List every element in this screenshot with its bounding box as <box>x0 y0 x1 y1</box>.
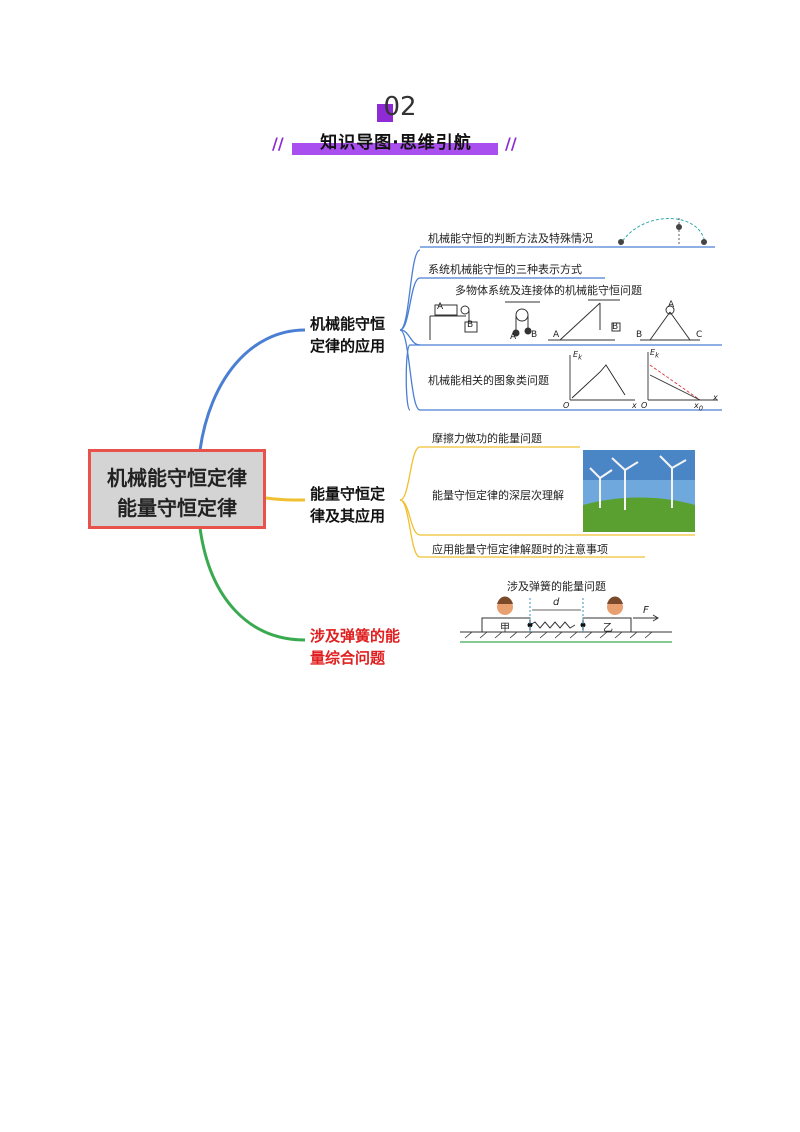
root-node <box>88 449 266 529</box>
leaf-3-1: 涉及弹簧的能量问题 <box>507 580 606 593</box>
block-right-label: 乙 <box>603 623 613 634</box>
pulley-label-b1: B <box>467 320 474 330</box>
graph-1-origin: O <box>563 401 570 410</box>
section-number: 02 <box>383 92 417 122</box>
graph-2-y-label: Ek <box>650 348 659 360</box>
branch-2-brackets <box>399 446 695 558</box>
section-title: 知识导图·思维引航 <box>320 133 472 153</box>
graph-2 <box>647 352 718 401</box>
pulley-label-a1: A <box>437 302 444 312</box>
branch-1-label: 机械能守恒 定律的应用 <box>310 313 385 357</box>
branch-2-label: 能量守恒定 律及其应用 <box>310 483 385 527</box>
leaf-1-4: 机械能相关的图象类问题 <box>428 374 549 387</box>
branch-3-line-1: 涉及弹簧的能 <box>310 627 401 645</box>
branch-2-line-1: 能量守恒定 <box>310 485 386 503</box>
force-label: F <box>643 605 649 616</box>
branch-3-label: 涉及弹簧的能 量综合问题 <box>310 625 400 669</box>
branch-2-line-2: 律及其应用 <box>310 507 386 525</box>
connector-branch-3 <box>198 527 306 642</box>
spring-figure <box>460 596 672 643</box>
leaf-2-1: 摩擦力做功的能量问题 <box>432 432 542 445</box>
pulley-label-b2: B <box>531 330 538 340</box>
graph-2-x-label: x <box>713 393 718 402</box>
graph-1-y-label: Ek <box>573 350 582 362</box>
pulley-label-a2: A <box>510 332 517 342</box>
right-slash-deco: // <box>505 134 517 153</box>
connector-branch-1 <box>198 328 306 451</box>
title-band <box>292 143 498 155</box>
pulley-label-c4: C <box>696 330 703 340</box>
root-title-line-2: 能量守恒定律 <box>117 496 237 520</box>
graph-2-x0-label: x0 <box>694 401 703 413</box>
branch-1-line-1: 机械能守恒 <box>310 315 386 333</box>
leaf-1-2: 系统机械能守恒的三种表示方式 <box>428 263 582 276</box>
leaf-1-1: 机械能守恒的判断方法及特殊情况 <box>428 232 593 245</box>
leaf-1-3: 多物体系统及连接体的机械能守恒问题 <box>455 284 642 297</box>
graph-1 <box>569 355 635 401</box>
branch-1-brackets <box>399 246 722 411</box>
leaf-2-3: 应用能量守恒定律解题时的注意事项 <box>432 543 608 556</box>
pulley-figures <box>429 299 700 341</box>
pulley-label-b4: B <box>636 330 643 340</box>
graph-2-origin: O <box>641 401 648 410</box>
leaf-2-2: 能量守恒定律的深层次理解 <box>432 489 564 502</box>
branch-1-line-2: 定律的应用 <box>310 337 386 355</box>
connector-branch-2 <box>265 496 306 502</box>
pulley-label-b3: B <box>612 322 619 332</box>
pulley-label-a4: A <box>668 300 675 310</box>
wind-turbine-picture <box>583 450 695 532</box>
block-left-label: 甲 <box>500 623 510 634</box>
branch-3-line-2: 量综合问题 <box>310 649 386 667</box>
root-title-line-1: 机械能守恒定律 <box>107 466 247 490</box>
number-accent <box>377 104 393 122</box>
pulley-label-a3: A <box>553 330 560 340</box>
spring-distance-label: d <box>553 597 560 608</box>
left-slash-deco: // <box>272 134 284 153</box>
projectile-figure <box>618 218 707 246</box>
graph-1-x-label: x <box>632 401 637 410</box>
